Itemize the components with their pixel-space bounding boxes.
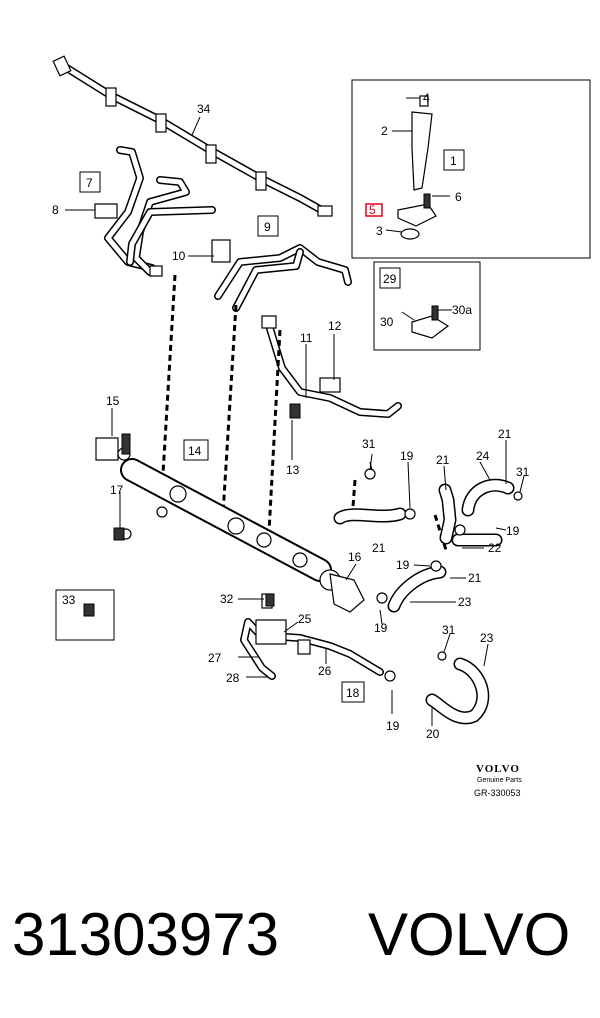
callout-19e: 19 — [386, 719, 400, 733]
callout-30: 30 — [380, 315, 394, 329]
part-number: 31303973 — [12, 901, 279, 968]
callout-12: 12 — [328, 319, 342, 333]
callout-2: 2 — [381, 124, 388, 138]
callout-23b: 23 — [480, 631, 494, 645]
brand-name: VOLVO — [368, 901, 571, 968]
callout-30a: 30a — [452, 303, 472, 317]
callout-6: 6 — [455, 190, 462, 204]
callout-21d: 21 — [468, 571, 482, 585]
callout-4: 4 — [423, 91, 430, 105]
callout-17: 17 — [110, 483, 124, 497]
callout-16: 16 — [348, 550, 362, 564]
callout-27: 27 — [208, 651, 222, 665]
callout-26: 26 — [318, 664, 332, 678]
callout-18: 18 — [346, 686, 360, 700]
item-5-highlight — [365, 203, 383, 217]
injector-kit-frame — [351, 79, 591, 259]
callout-24: 24 — [476, 449, 490, 463]
callout-34: 34 — [197, 102, 211, 116]
callout-15: 15 — [106, 394, 120, 408]
callout-32: 32 — [220, 592, 234, 606]
callout-19a: 19 — [400, 449, 414, 463]
drawing-code: GR-330053 — [474, 788, 521, 798]
callout-19c: 19 — [396, 558, 410, 572]
callout-10: 10 — [172, 249, 186, 263]
callout-28: 28 — [226, 671, 240, 685]
callout-20: 20 — [426, 727, 440, 741]
callout-13: 13 — [286, 463, 300, 477]
callout-31a: 31 — [362, 437, 376, 451]
callout-22: 22 — [488, 541, 502, 555]
injector-pipes-left — [94, 146, 216, 277]
exploded-parts-diagram: 34 7 8 9 10 4 2 1 5 6 3 29 30a 30 12 11 … — [52, 55, 591, 798]
callout-1: 1 — [450, 154, 457, 168]
callout-9: 9 — [264, 220, 271, 234]
callout-23a: 23 — [458, 595, 472, 609]
callout-29: 29 — [383, 272, 397, 286]
genuine-parts-text: Genuine Parts — [477, 777, 522, 784]
callout-11: 11 — [300, 331, 313, 345]
return-hoses — [333, 468, 523, 725]
volvo-logo-text: VOLVO — [476, 763, 520, 775]
fuel-rail-top — [52, 55, 333, 217]
callout-21a: 21 — [436, 453, 450, 467]
callout-5: 5 — [369, 203, 376, 217]
callout-33: 33 — [62, 593, 76, 607]
fuel-line-bottom — [240, 593, 384, 680]
callout-21c: 21 — [372, 541, 386, 555]
callout-31c: 31 — [442, 623, 456, 637]
callout-31b: 31 — [516, 465, 530, 479]
gasket-kit-frame — [373, 261, 481, 351]
callout-7: 7 — [86, 176, 93, 190]
injector-pipes-right — [211, 239, 402, 418]
callout-14: 14 — [188, 444, 202, 458]
callout-8: 8 — [52, 203, 59, 217]
injector — [397, 95, 437, 240]
common-rail — [95, 437, 341, 591]
callout-19b: 19 — [506, 524, 520, 538]
callout-21b: 21 — [498, 427, 512, 441]
callout-19d: 19 — [374, 621, 388, 635]
callout-3: 3 — [376, 224, 383, 238]
callout-25: 25 — [298, 612, 312, 626]
